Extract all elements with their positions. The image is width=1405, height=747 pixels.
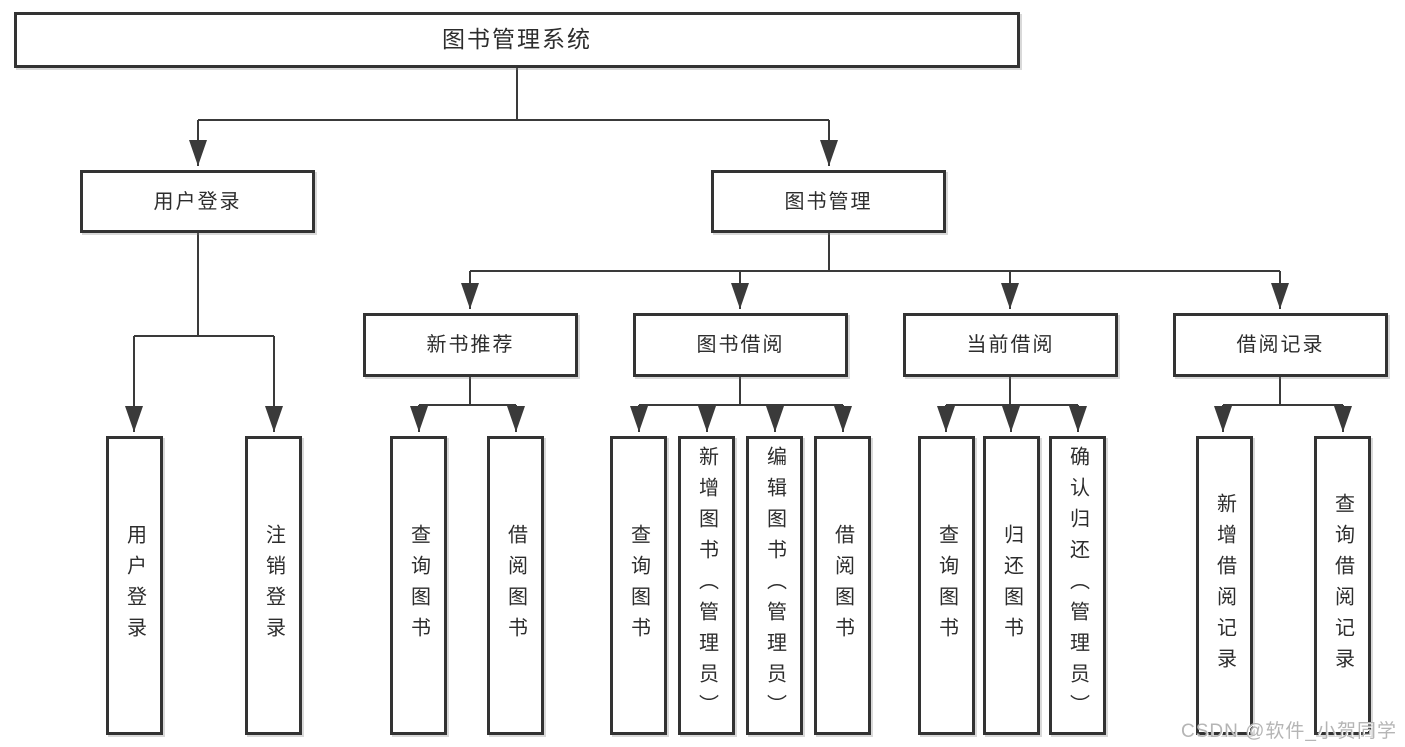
node-current-borrowing: 当前借阅 bbox=[903, 313, 1118, 377]
node-label: 借阅记录 bbox=[1236, 334, 1325, 356]
leaf-query-books-newbooks: 查询图书 bbox=[390, 436, 447, 735]
node-book-borrowing: 图书借阅 bbox=[633, 313, 848, 377]
leaf-label: 新增借阅记录 bbox=[1213, 492, 1236, 679]
node-label: 图书管理系统 bbox=[442, 26, 592, 53]
leaf-label: 查询图书 bbox=[407, 523, 430, 648]
leaf-label: 用户登录 bbox=[123, 523, 146, 648]
node-label: 用户登录 bbox=[153, 190, 242, 213]
node-label: 当前借阅 bbox=[966, 334, 1055, 356]
leaf-add-borrow-record: 新增借阅记录 bbox=[1196, 436, 1253, 735]
leaf-confirm-return-admin: 确认归还（管理员） bbox=[1049, 436, 1106, 735]
leaf-user-login: 用户登录 bbox=[106, 436, 163, 735]
leaf-logout: 注销登录 bbox=[245, 436, 302, 735]
leaf-borrow-books-borrowing: 借阅图书 bbox=[814, 436, 871, 735]
node-book-management: 图书管理 bbox=[711, 170, 946, 233]
leaf-label: 查询图书 bbox=[935, 523, 958, 648]
leaf-return-books: 归还图书 bbox=[983, 436, 1040, 735]
leaf-label: 编辑图书（管理员） bbox=[763, 446, 786, 725]
node-label: 图书借阅 bbox=[696, 334, 785, 356]
leaf-label: 查询图书 bbox=[627, 523, 650, 648]
node-borrowing-records: 借阅记录 bbox=[1173, 313, 1388, 377]
node-new-book-recommendation: 新书推荐 bbox=[363, 313, 578, 377]
leaf-label: 查询借阅记录 bbox=[1331, 492, 1354, 679]
node-label: 新书推荐 bbox=[426, 334, 515, 356]
leaf-borrow-books-newbooks: 借阅图书 bbox=[487, 436, 544, 735]
leaf-query-books-current: 查询图书 bbox=[918, 436, 975, 735]
csdn-watermark: CSDN @软件_小贺同学 bbox=[1181, 721, 1397, 742]
leaf-label: 注销登录 bbox=[262, 523, 285, 648]
leaf-label: 借阅图书 bbox=[831, 523, 854, 648]
node-label: 图书管理 bbox=[784, 190, 873, 213]
node-library-management-system: 图书管理系统 bbox=[14, 12, 1020, 68]
leaf-label: 借阅图书 bbox=[504, 523, 527, 648]
leaf-edit-books-admin: 编辑图书（管理员） bbox=[746, 436, 803, 735]
leaf-query-books-borrowing: 查询图书 bbox=[610, 436, 667, 735]
leaf-label: 归还图书 bbox=[1000, 523, 1023, 648]
leaf-query-borrow-record: 查询借阅记录 bbox=[1314, 436, 1371, 735]
leaf-add-books-admin: 新增图书（管理员） bbox=[678, 436, 735, 735]
leaf-label: 确认归还（管理员） bbox=[1066, 446, 1089, 725]
leaf-label: 新增图书（管理员） bbox=[695, 446, 718, 725]
node-user-login: 用户登录 bbox=[80, 170, 315, 233]
